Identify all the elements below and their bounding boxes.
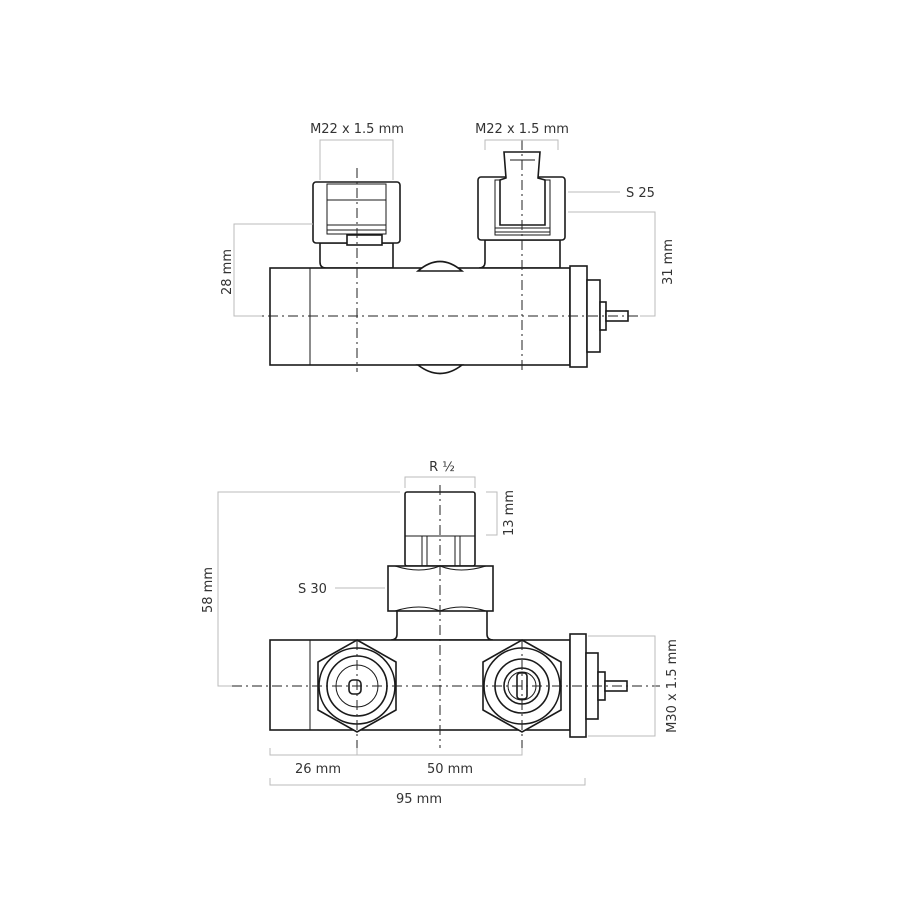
inlet-thread-label: R ½ — [429, 460, 455, 475]
end-thread-label: M30 x 1.5 mm — [665, 639, 680, 733]
body-boss-top — [415, 260, 465, 272]
stem — [390, 609, 494, 641]
top-view: M22 x 1.5 mm M22 x 1.5 mm S 25 28 mm 31 … — [220, 122, 676, 375]
right-height-label: 31 mm — [661, 239, 676, 285]
valve-body — [269, 267, 571, 366]
offset-label: 26 mm — [295, 762, 341, 777]
nut-wrench-size-label: S 30 — [298, 582, 327, 597]
right-stem — [478, 239, 561, 269]
body-boss-bottom — [415, 364, 465, 375]
overall-length-label: 95 mm — [396, 792, 442, 807]
wrench-size-label: S 25 — [626, 186, 655, 201]
front-view: R ½ 13 mm 58 mm S 30 M30 x 1.5 mm 26 mm … — [201, 460, 680, 807]
spacing-label: 50 mm — [427, 762, 473, 777]
left-thread-label: M22 x 1.5 mm — [310, 122, 404, 137]
overall-height-label: 58 mm — [201, 567, 216, 613]
left-height-label: 28 mm — [220, 249, 235, 295]
inlet-length-label: 13 mm — [502, 490, 517, 536]
right-thread-label: M22 x 1.5 mm — [475, 122, 569, 137]
